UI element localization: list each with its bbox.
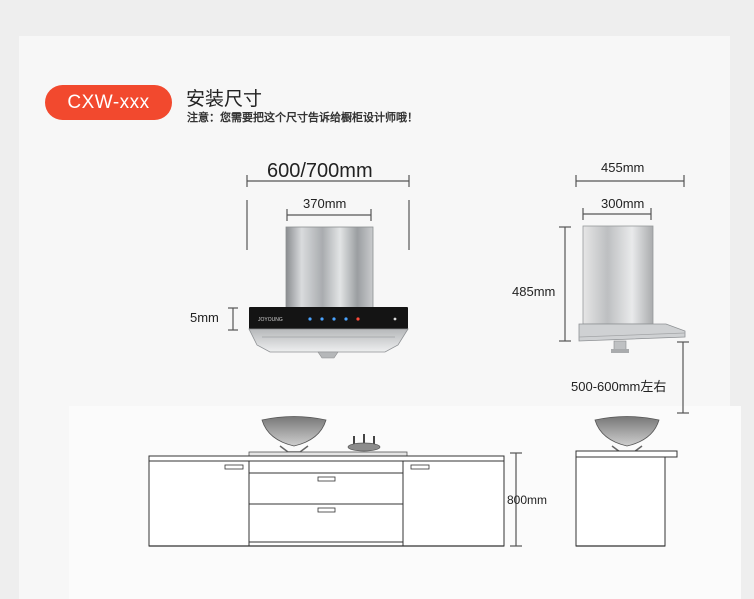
lower-drawer-handle xyxy=(317,507,336,513)
hood-brand-label: JOYOUNG xyxy=(258,317,283,323)
side-hood-body xyxy=(578,323,686,342)
front-wok xyxy=(261,416,327,447)
chimney-width-label: 370mm xyxy=(303,196,347,211)
panel-thickness-label: 5mm xyxy=(190,310,219,325)
section-note: 注意：您需要把这个尺寸告诉给橱柜设计师哦！ xyxy=(187,112,418,124)
right-door-handle xyxy=(410,464,430,470)
front-hood: JOYOUNG xyxy=(228,175,410,359)
left-door-handle xyxy=(224,464,244,470)
side-cabinet-body xyxy=(575,456,666,547)
oil-cup xyxy=(317,351,339,359)
front-cabinet xyxy=(148,416,522,547)
side-countertop xyxy=(575,450,678,458)
side-cabinet xyxy=(575,416,678,547)
side-oil-cup xyxy=(613,340,627,351)
model-badge: CXW-xxx xyxy=(45,85,172,120)
install-height-label: 500-600mm左右 xyxy=(571,379,667,394)
front-hood-body xyxy=(248,328,409,353)
side-hood xyxy=(559,175,689,414)
total-width-label: 600/700mm xyxy=(267,160,373,182)
front-glass-panel xyxy=(249,307,408,329)
front-burner xyxy=(353,434,375,444)
hood-height-label: 485mm xyxy=(512,284,556,299)
section-title: 安装尺寸 xyxy=(186,89,263,110)
front-chimney xyxy=(285,226,374,310)
upper-drawer-handle xyxy=(317,476,336,482)
total-depth-label: 455mm xyxy=(601,160,645,175)
touch-controls xyxy=(308,317,397,321)
counter-height-label: 800mm xyxy=(507,493,548,507)
side-chimney xyxy=(582,225,654,325)
chimney-depth-label: 300mm xyxy=(601,196,645,211)
side-wok xyxy=(594,416,660,447)
